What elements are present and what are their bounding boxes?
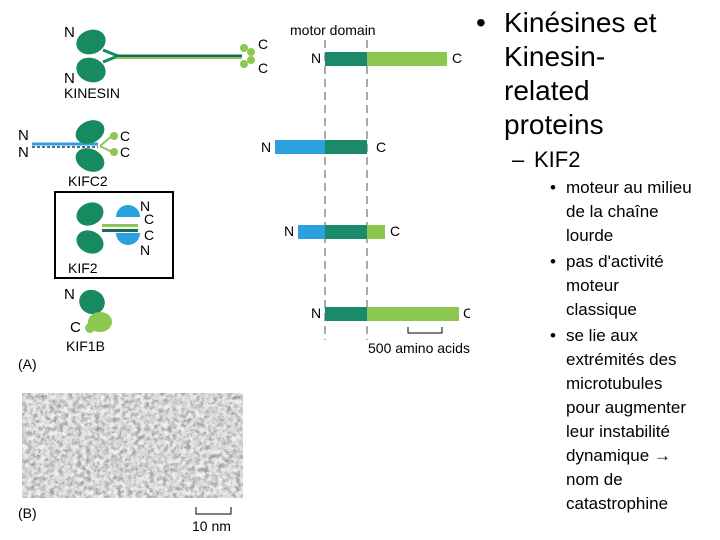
bullet-line: de la chaîne <box>566 202 659 221</box>
kifc2-structure: N N C C KIFC2 <box>18 120 130 189</box>
aa-scale-bar <box>407 327 443 334</box>
kif2-bar: N C <box>284 223 400 239</box>
kinesin-n-bottom: N <box>64 70 75 87</box>
bullet-line: extrémités des <box>566 350 677 369</box>
bullet-line: dynamique → <box>566 446 671 465</box>
kinesin-bar-n: N <box>311 50 321 66</box>
kinesin-bar: N C <box>311 50 462 66</box>
bullet-line: catastrophine <box>566 494 669 513</box>
kifc2-head-top <box>75 120 105 144</box>
bullet-item: • pas d'activité moteur classique <box>470 250 718 322</box>
title-line: Kinésines et <box>504 7 657 38</box>
kifc2-bar-n: N <box>261 139 271 155</box>
kif2-head-bottom <box>76 230 104 254</box>
title-line: related <box>504 75 590 106</box>
kinesin-n-top: N <box>64 24 75 41</box>
title-bullet: • Kinésines et Kinesin- related proteins <box>470 6 718 142</box>
aa-scale-label: 500 amino acids <box>368 340 470 356</box>
kif1b-structure: N C KIF1B <box>64 286 112 354</box>
kif1b-bar-n: N <box>311 305 321 321</box>
motor-domain-label: motor domain <box>290 22 376 38</box>
kifc2-bar-c: C <box>376 139 386 155</box>
panel-a-label: (A) <box>18 356 37 372</box>
subtitle: KIF2 <box>534 147 581 172</box>
kinesin-head-bottom <box>76 57 106 83</box>
nm-scale-bar <box>195 507 232 515</box>
kif2-head-top <box>76 202 104 226</box>
kifc2-head-bottom <box>75 148 105 172</box>
bullet-line: classique <box>566 300 637 319</box>
kif2-label: KIF2 <box>68 260 98 276</box>
kifc2-c-top: C <box>120 128 130 144</box>
kinesin-head-top <box>76 29 106 55</box>
nm-scale-label: 10 nm <box>192 518 231 534</box>
kinesin-c-top: C <box>258 36 268 52</box>
kif2-n-bottom: N <box>140 242 150 258</box>
title-line: proteins <box>504 109 604 140</box>
bullet-line: moteur <box>566 276 619 295</box>
subtitle-item: – KIF2 <box>512 147 581 172</box>
kifc2-n-bottom: N <box>18 144 29 161</box>
kif2-c-bottom: C <box>144 227 154 243</box>
bullet-line: leur instabilité <box>566 422 670 441</box>
kif2-c-top: C <box>144 211 154 227</box>
kif2-bar-c: C <box>390 223 400 239</box>
kifc2-bar: N C <box>261 139 386 155</box>
bullet-item: • se lie aux extrémités des microtubules… <box>470 324 718 516</box>
kinesin-bar-c: C <box>452 50 462 66</box>
bullet-line: nom de <box>566 470 623 489</box>
bullet-line: moteur au milieu <box>566 178 692 197</box>
kif2-bar-n: N <box>284 223 294 239</box>
panel-b-label: (B) <box>18 505 37 521</box>
kifc2-c-bottom: C <box>120 144 130 160</box>
kif2-structure: N C C N KIF2 <box>68 198 154 276</box>
bullet-line: se lie aux <box>566 326 638 345</box>
kif1b-label: KIF1B <box>66 338 105 354</box>
text-panel: • Kinésines et Kinesin- related proteins… <box>470 6 718 516</box>
bullet-line: lourde <box>566 226 614 245</box>
kif1b-c: C <box>70 319 81 336</box>
kif1b-n: N <box>64 286 75 303</box>
kif1b-bar: N C <box>311 305 470 321</box>
bullet-item: • moteur au milieu de la chaîne lourde <box>470 176 718 248</box>
bullet-line: microtubules <box>566 374 663 393</box>
kif2-highlight-box <box>54 191 174 279</box>
title-line: Kinesin- <box>504 41 606 72</box>
kifc2-label: KIFC2 <box>68 173 108 189</box>
kinesin-label: KINESIN <box>64 85 120 101</box>
bullet-line: pas d'activité <box>566 252 664 271</box>
kif1b-bar-c: C <box>463 305 470 321</box>
kinesin-figure: motor domain N N C C KINESIN N C <box>18 22 470 534</box>
kif1b-head <box>79 289 105 315</box>
em-micrograph <box>22 393 243 498</box>
kif2-n-top: N <box>140 198 150 214</box>
kifc2-n-top: N <box>18 127 29 144</box>
kinesin-c-bottom: C <box>258 60 268 76</box>
kinesin-structure: N N C C KINESIN <box>64 24 268 101</box>
bullet-line: pour augmenter <box>566 398 687 417</box>
